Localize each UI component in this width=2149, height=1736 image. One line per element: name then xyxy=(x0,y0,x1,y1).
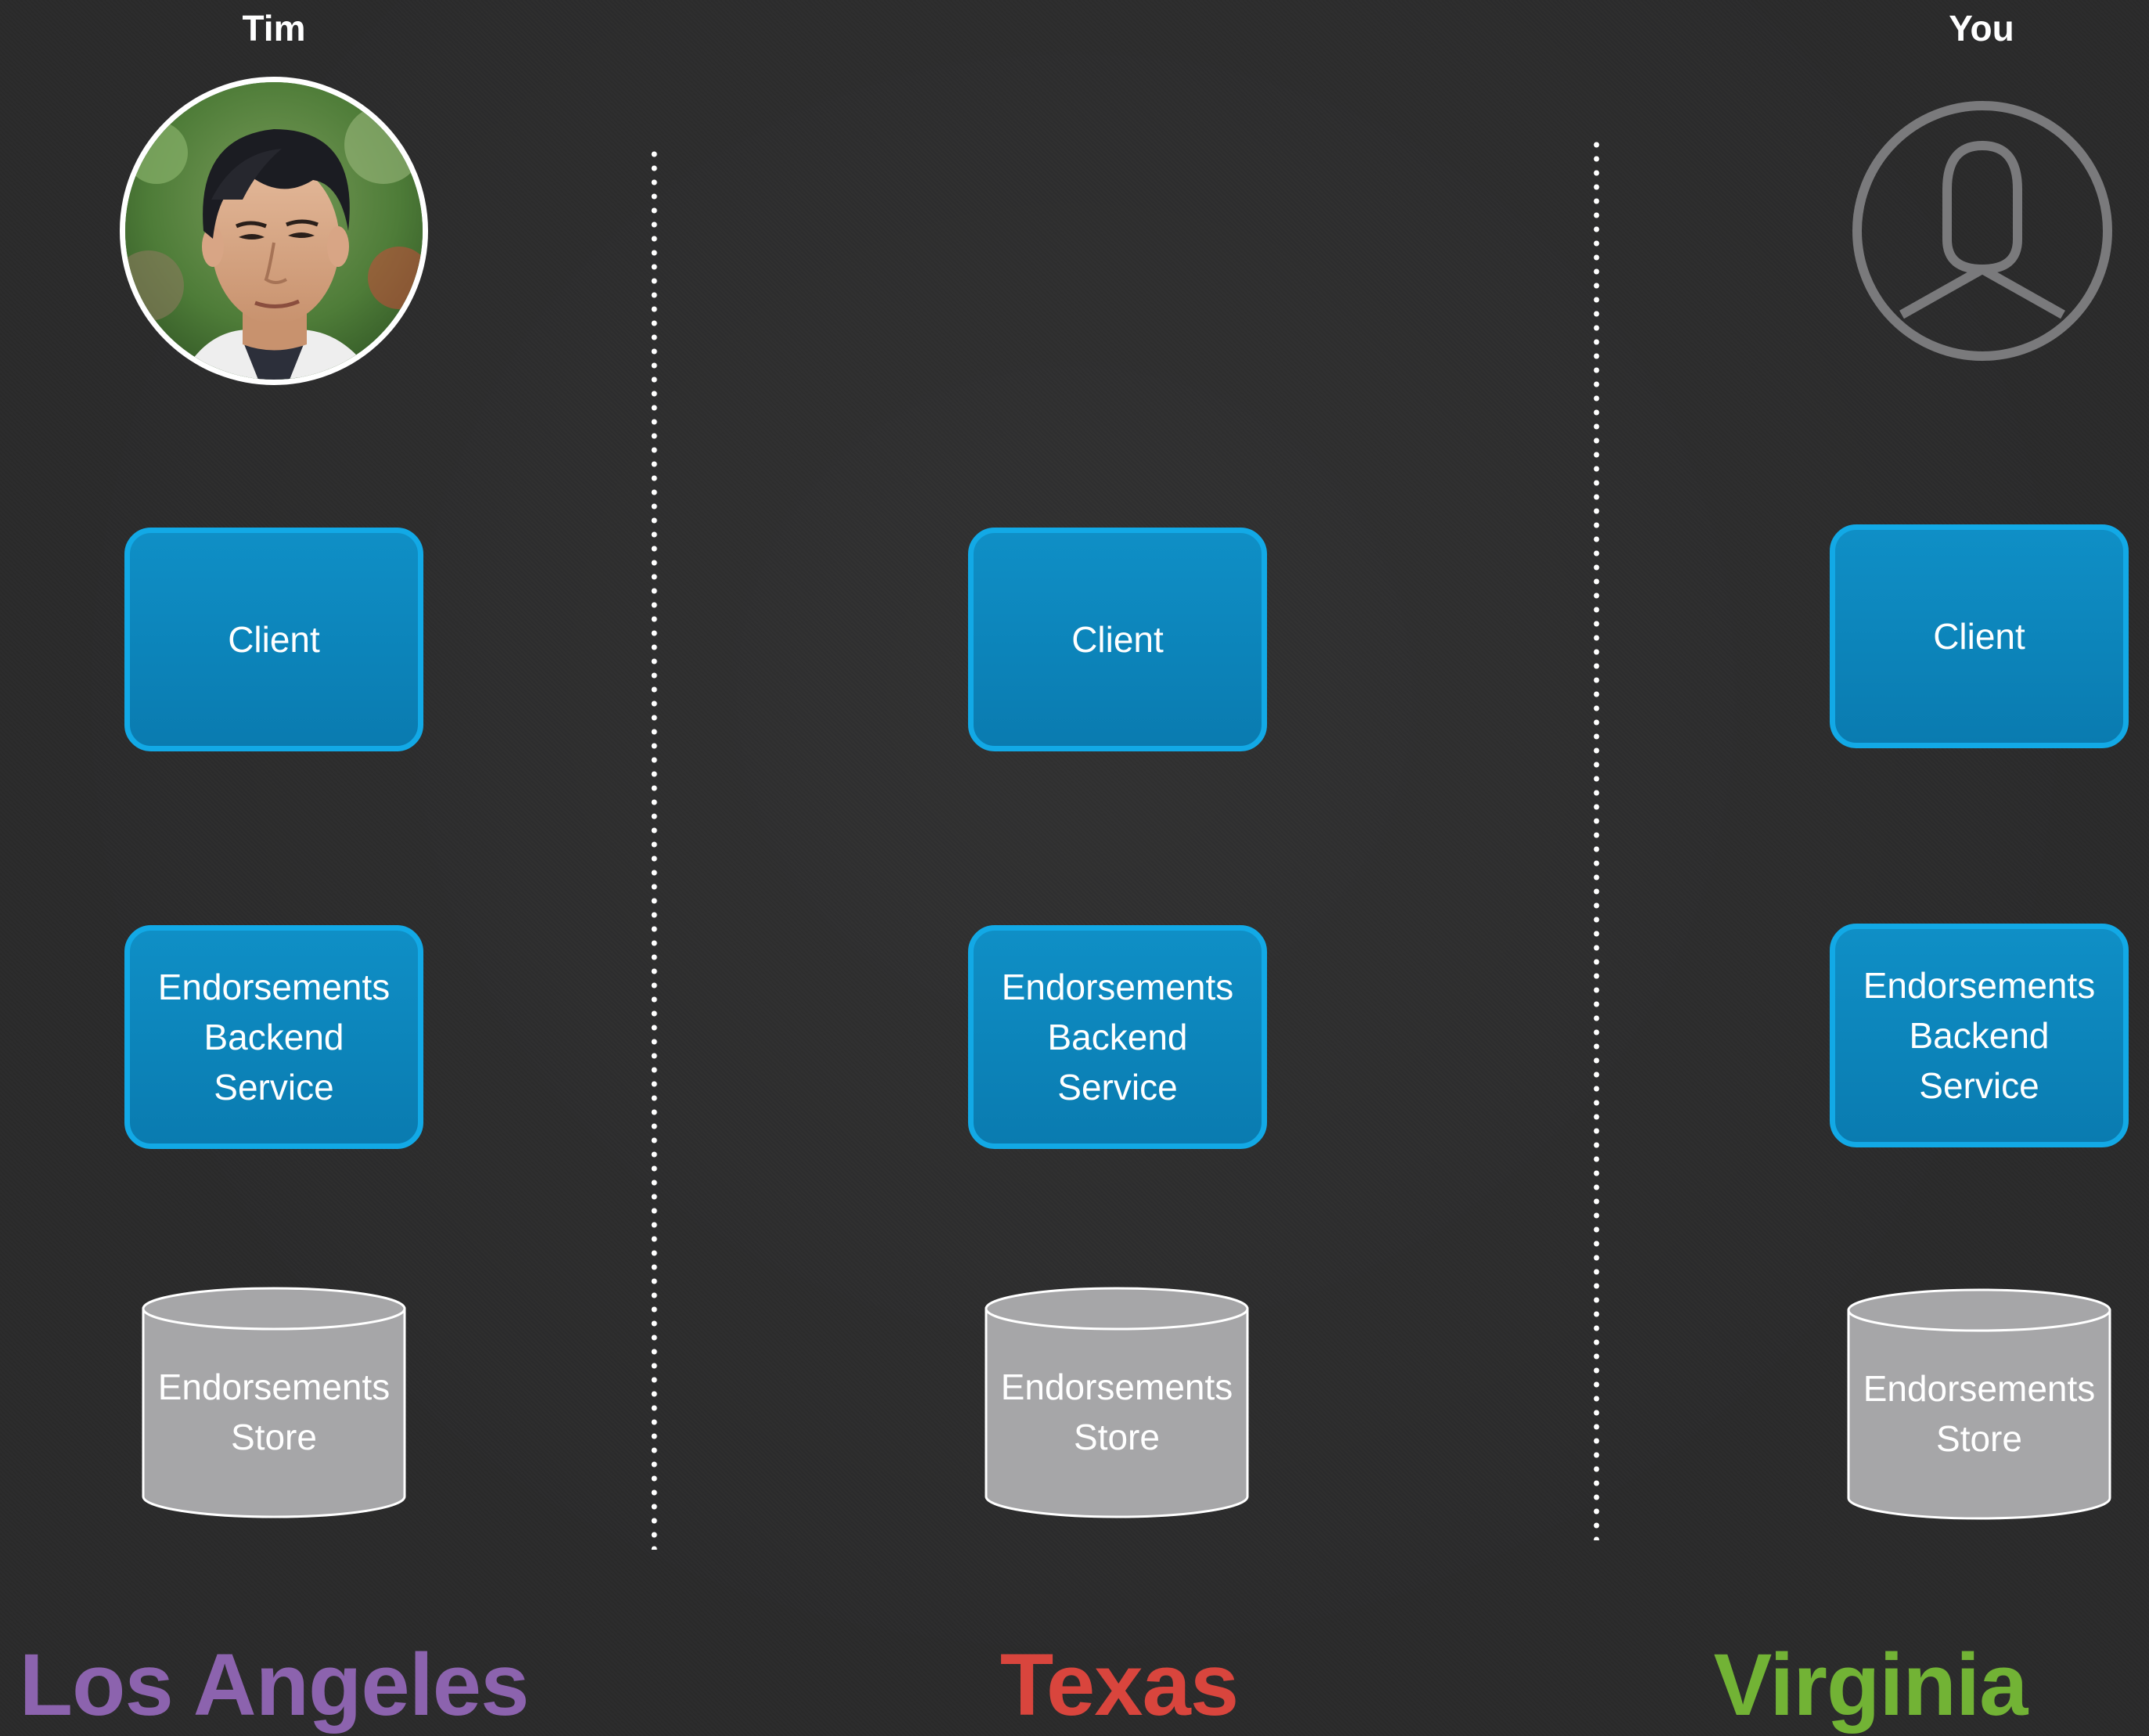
user-name-you: You xyxy=(1949,8,2014,49)
divider-right xyxy=(1593,138,1600,1540)
divider-left xyxy=(651,147,657,1550)
backend-label: Endorsements Backend Service xyxy=(1863,965,2096,1106)
store-label: Endorsements Store xyxy=(1000,1367,1233,1457)
store-cylinder-virginia: Endorsements Store xyxy=(1845,1287,2113,1522)
backend-label: Endorsements Backend Service xyxy=(157,967,391,1108)
database-icon xyxy=(985,1287,1249,1518)
generic-user-icon xyxy=(1852,101,2112,361)
backend-label: Endorsements Backend Service xyxy=(1001,967,1234,1108)
region-label-virginia: Virginia xyxy=(1713,1636,2028,1734)
client-label: Client xyxy=(1933,616,2025,657)
store-label: Endorsements Store xyxy=(1863,1368,2096,1459)
user-name-tim: Tim xyxy=(242,8,306,49)
client-box-la: Client xyxy=(124,528,423,751)
store-label: Endorsements Store xyxy=(157,1367,391,1457)
region-label-la: Los Angeles xyxy=(19,1636,530,1734)
avatar-you xyxy=(1850,99,2115,363)
region-label-texas: Texas xyxy=(999,1636,1239,1734)
client-box-texas: Client xyxy=(968,528,1267,751)
backend-service-box-virginia: Endorsements Backend Service xyxy=(1830,924,2129,1147)
store-cylinder-texas: Endorsements Store xyxy=(983,1285,1251,1520)
avatar-tim xyxy=(120,77,428,385)
portrait-image xyxy=(125,82,423,380)
database-icon xyxy=(142,1287,406,1518)
database-icon xyxy=(1847,1288,2111,1520)
client-label: Client xyxy=(1071,619,1164,660)
backend-service-box-texas: Endorsements Backend Service xyxy=(968,925,1267,1149)
store-cylinder-la: Endorsements Store xyxy=(140,1285,408,1520)
client-box-virginia: Client xyxy=(1830,524,2129,748)
client-label: Client xyxy=(228,619,320,660)
backend-service-box-la: Endorsements Backend Service xyxy=(124,925,423,1149)
